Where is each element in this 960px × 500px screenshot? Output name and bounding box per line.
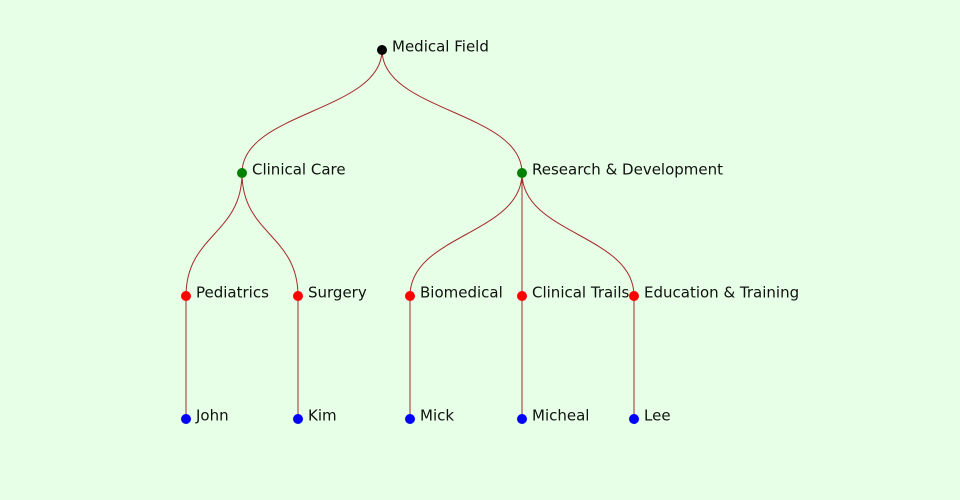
node-label: Surgery (308, 284, 367, 302)
link-research-development-to-education-training (521, 172, 635, 297)
node-clinical-care[interactable]: Clinical Care (237, 161, 346, 179)
node-label: Mick (420, 407, 454, 425)
node-label: Biomedical (420, 284, 503, 302)
node-label: Micheal (532, 407, 589, 425)
node-clinical-trails[interactable]: Clinical Trails (517, 284, 630, 302)
node-label: Pediatrics (196, 284, 269, 302)
node-dot[interactable] (377, 45, 387, 55)
link-clinical-care-to-surgery (241, 172, 299, 297)
node-label: Education & Training (644, 284, 799, 302)
node-dot[interactable] (405, 291, 415, 301)
node-dot[interactable] (517, 291, 527, 301)
node-dot[interactable] (629, 291, 639, 301)
link-clinical-care-to-pediatrics (185, 172, 243, 297)
node-dot[interactable] (517, 168, 527, 178)
node-dot[interactable] (181, 291, 191, 301)
node-label: Medical Field (392, 38, 489, 56)
node-dot[interactable] (629, 414, 639, 424)
node-dot[interactable] (293, 414, 303, 424)
node-pediatrics[interactable]: Pediatrics (181, 284, 269, 302)
node-micheal[interactable]: Micheal (517, 407, 589, 425)
node-label: Kim (308, 407, 337, 425)
node-biomedical[interactable]: Biomedical (405, 284, 503, 302)
node-label: Clinical Trails (532, 284, 630, 302)
node-education-training[interactable]: Education & Training (629, 284, 799, 302)
node-lee[interactable]: Lee (629, 407, 671, 425)
node-label: John (195, 407, 229, 425)
node-john[interactable]: John (181, 407, 229, 425)
node-mick[interactable]: Mick (405, 407, 454, 425)
node-dot[interactable] (237, 168, 247, 178)
links-layer (185, 49, 635, 419)
link-medical-field-to-research-development (381, 49, 523, 174)
node-label: Research & Development (532, 161, 723, 179)
node-label: Lee (644, 407, 671, 425)
node-label: Clinical Care (252, 161, 346, 179)
link-research-development-to-biomedical (409, 172, 523, 297)
node-dot[interactable] (517, 414, 527, 424)
link-medical-field-to-clinical-care (241, 49, 383, 174)
node-research-development[interactable]: Research & Development (517, 161, 723, 179)
node-kim[interactable]: Kim (293, 407, 337, 425)
node-medical-field[interactable]: Medical Field (377, 38, 489, 56)
node-dot[interactable] (405, 414, 415, 424)
node-dot[interactable] (293, 291, 303, 301)
node-dot[interactable] (181, 414, 191, 424)
node-surgery[interactable]: Surgery (293, 284, 367, 302)
